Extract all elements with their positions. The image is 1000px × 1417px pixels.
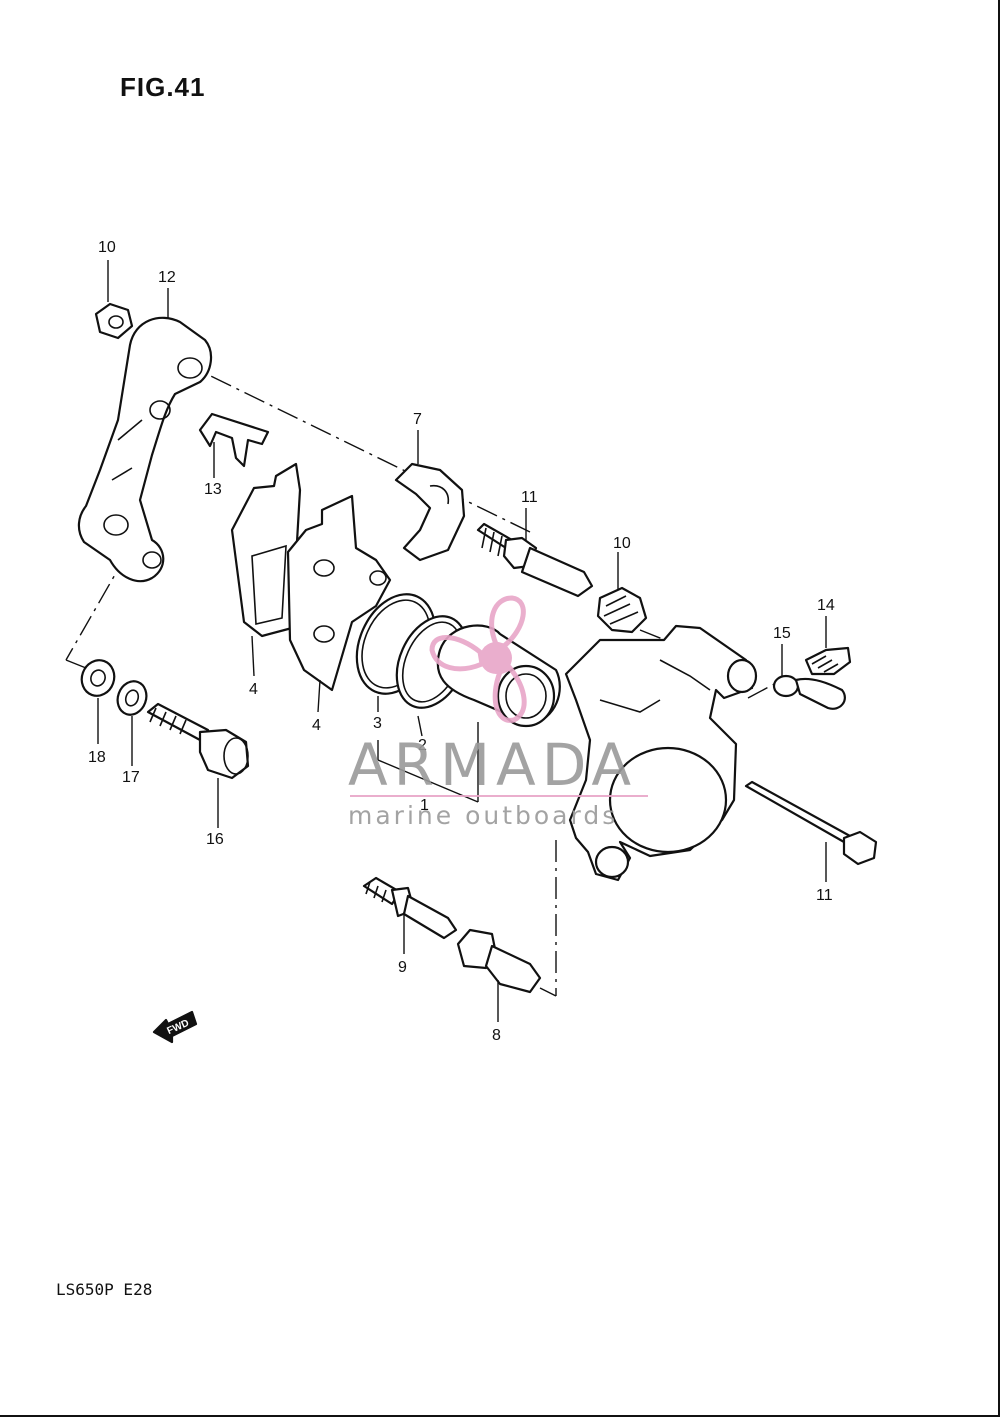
fwd-arrow-icon: FWD bbox=[152, 1010, 198, 1044]
figure-title: FIG.41 bbox=[120, 72, 206, 102]
lower-slide-pin-part bbox=[362, 876, 458, 940]
watermark-tagline: marine outboards bbox=[348, 801, 618, 830]
bleeder-screw-part bbox=[804, 646, 852, 676]
callout-12: 12 bbox=[158, 269, 176, 286]
caliper-body-part bbox=[564, 624, 758, 882]
caliper-bracket-part bbox=[77, 316, 213, 583]
callout-18: 18 bbox=[88, 749, 106, 766]
callout-7: 9 bbox=[398, 959, 407, 976]
armada-watermark: ARMADA marine outboards bbox=[348, 595, 648, 830]
slide-pin-part bbox=[476, 522, 594, 598]
lower-boot-part bbox=[456, 928, 542, 994]
bracket-nut-part bbox=[94, 302, 134, 340]
callout-16: 16 bbox=[206, 831, 224, 848]
washer-large-part bbox=[80, 659, 116, 697]
callout-8: 10 bbox=[613, 535, 631, 552]
brake-pad-outer-part bbox=[286, 494, 392, 692]
callout-1: 1 bbox=[420, 797, 429, 814]
callout-4-outer: 4 bbox=[312, 717, 321, 734]
leader-lines bbox=[97, 260, 827, 1022]
callout-13: 13 bbox=[204, 481, 222, 498]
pad-spring-part bbox=[198, 412, 270, 468]
callout-labels: 10 12 13 7 11 10 14 15 4 4 3 2 1 18 17 1… bbox=[88, 239, 835, 1044]
pad-pin-bolt-part bbox=[744, 780, 878, 866]
propeller-icon bbox=[429, 595, 527, 723]
callout-4-inner: 4 bbox=[249, 681, 258, 698]
callout-10: 10 bbox=[98, 239, 116, 256]
callout-14: 14 bbox=[817, 597, 835, 614]
pin-boot-part bbox=[596, 586, 648, 634]
pad-retainer-part bbox=[394, 462, 466, 562]
callout-17: 17 bbox=[122, 769, 140, 786]
brake-pad-inner-part bbox=[230, 462, 302, 638]
mounting-bolt-part bbox=[146, 702, 250, 780]
model-code: LS650P E28 bbox=[56, 1280, 153, 1299]
callout-3: 3 bbox=[373, 715, 382, 732]
callout-9: 11 bbox=[521, 489, 538, 506]
callout-6: 8 bbox=[492, 1027, 501, 1044]
washer-small-part bbox=[116, 680, 148, 716]
callout-15: 15 bbox=[773, 625, 791, 642]
callout-11: 11 bbox=[816, 887, 833, 904]
callout-2: 2 bbox=[418, 737, 427, 754]
bleeder-cap-part bbox=[772, 674, 846, 710]
callout-5: 7 bbox=[413, 411, 422, 428]
watermark-brand: ARMADA bbox=[348, 731, 637, 799]
